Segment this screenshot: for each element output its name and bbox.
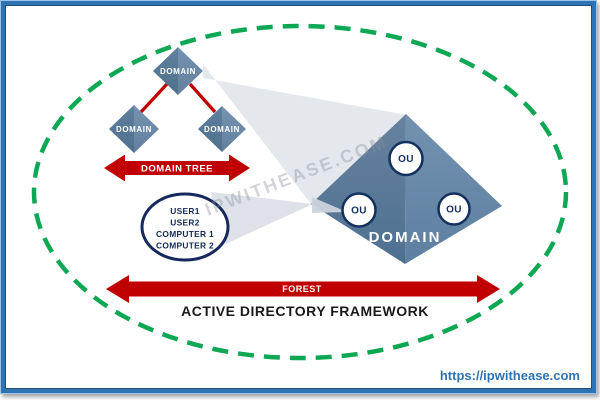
diamond-right-facet — [222, 106, 246, 152]
double-arrow-shape — [104, 154, 250, 182]
forest-arrow-label: FOREST — [282, 284, 322, 294]
domain-node-root: DOMAIN — [153, 47, 203, 95]
object-label-computer2: COMPUTER 2 — [156, 241, 214, 251]
ou-node-right: OU — [437, 192, 471, 226]
big-domain-pyramid: OU OU OU DOMAIN — [311, 114, 502, 264]
diamond-left-facet — [109, 105, 134, 153]
website-link[interactable]: https://ipwithease.com — [440, 368, 580, 383]
object-label-user2: USER2 — [170, 218, 199, 228]
objects-ellipse-group: USER1 USER2 COMPUTER 1 COMPUTER 2 — [140, 192, 230, 262]
diagram-title: ACTIVE DIRECTORY FRAMEWORK — [181, 303, 429, 319]
domain-node-label: DOMAIN — [160, 67, 196, 76]
domain-tree-arrow-label: DOMAIN TREE — [141, 164, 213, 175]
double-arrow-shape — [106, 275, 500, 303]
diamond-left-facet — [153, 47, 178, 95]
domain-node-label: DOMAIN — [116, 125, 152, 134]
diamond-right-facet — [178, 47, 203, 95]
object-label-user1: USER1 — [170, 206, 199, 216]
tree-connector-line-left — [139, 82, 169, 114]
forest-boundary-dashed-ellipse — [31, 23, 569, 361]
ou-circle — [341, 192, 377, 228]
zoom-beam-domain-to-pyramid — [203, 64, 407, 204]
tree-connector-line-right — [188, 82, 217, 114]
pyramid-right-face — [405, 114, 502, 264]
ou-node-left: OU — [341, 192, 377, 228]
domain-node-child-left: DOMAIN — [109, 105, 159, 153]
domain-tree-arrow: DOMAIN TREE — [104, 154, 250, 182]
zoom-beam-tip-overlay — [312, 197, 347, 213]
ou-label: OU — [446, 205, 462, 216]
forest-arrow: FOREST — [106, 275, 500, 303]
ou-circle — [388, 140, 424, 177]
diamond-right-facet — [134, 105, 159, 153]
zoom-beam-ellipse-to-pyramid — [211, 192, 313, 247]
ou-node-top: OU — [388, 140, 424, 177]
domain-node-label: DOMAIN — [204, 125, 240, 134]
pyramid-left-face — [311, 114, 406, 264]
ou-circle — [437, 192, 471, 226]
big-domain-label: DOMAIN — [369, 229, 442, 246]
diamond-left-facet — [198, 106, 222, 152]
ou-label: OU — [351, 206, 367, 217]
ou-label: OU — [398, 154, 414, 165]
domain-node-child-right: DOMAIN — [198, 106, 246, 152]
object-label-computer1: COMPUTER 1 — [156, 229, 214, 239]
objects-ellipse — [140, 192, 230, 262]
